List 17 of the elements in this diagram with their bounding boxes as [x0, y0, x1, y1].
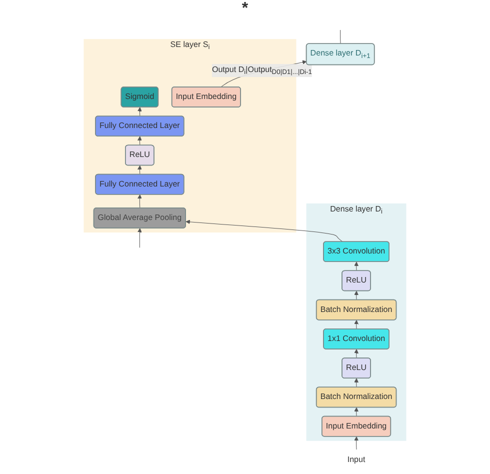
arrow [137, 165, 142, 175]
arrow [137, 107, 142, 117]
arrow [137, 136, 142, 146]
node-text: Input [347, 455, 366, 464]
arrow [354, 320, 358, 330]
arrow [186, 220, 344, 242]
arrow [354, 436, 358, 450]
arrow [354, 407, 358, 417]
arrow [354, 349, 358, 359]
connector [340, 30, 341, 44]
arrow [354, 378, 358, 388]
arrow [354, 262, 358, 272]
edge-label: Output D$_{i}$|Output$_{D0|D1|...|Di-1}$ [212, 66, 312, 76]
arrow [137, 228, 142, 248]
arrow [354, 290, 358, 300]
arrow [137, 194, 142, 208]
multiply-sign: * [242, 0, 248, 17]
